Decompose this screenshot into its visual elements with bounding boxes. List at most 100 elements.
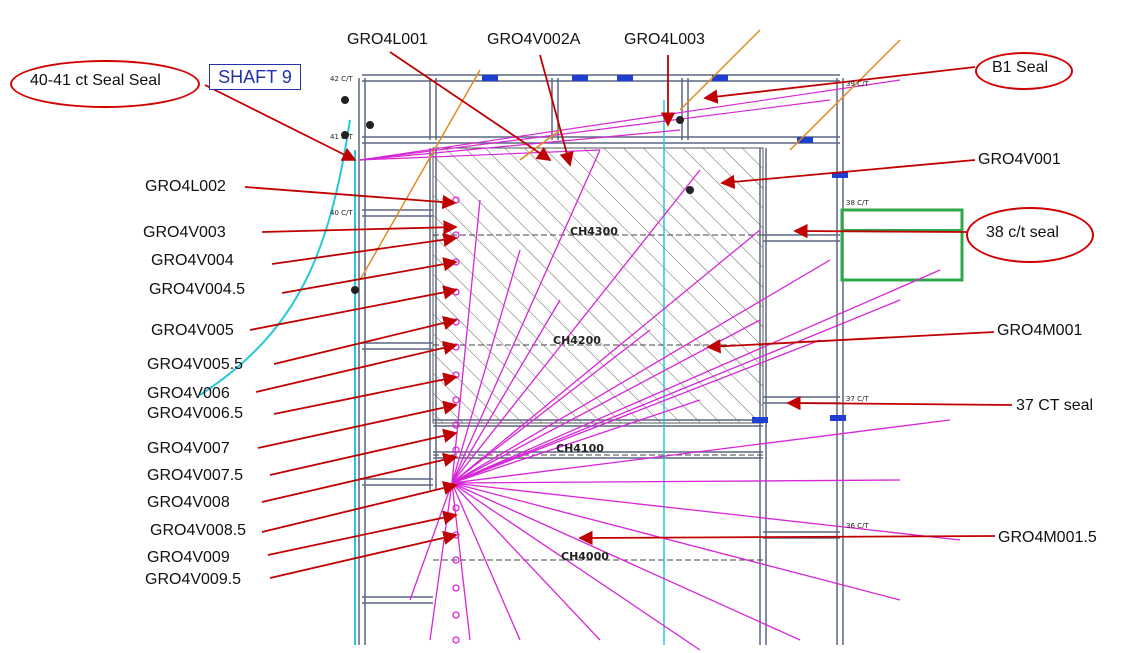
oval-40-41-seal-label: 40-41 ct Seal Seal [30, 72, 161, 89]
label-gro4v005-5: GRO4V005.5 [147, 356, 244, 373]
label-37-ct-seal: 37 CT seal [1016, 397, 1094, 414]
drill-hole-20 [451, 482, 521, 641]
chainage-ch4300: CH4300 [570, 225, 618, 238]
green-structure [840, 208, 964, 282]
collar-8 [452, 421, 460, 429]
drill-hole-3 [451, 259, 831, 484]
drill-hole-8 [451, 329, 651, 484]
chainage-ch4200: CH4200 [553, 334, 601, 347]
label-gro4v008-5: GRO4V008.5 [150, 522, 247, 539]
shaft-9-label: SHAFT 9 [209, 64, 301, 90]
orange-hole-2 [789, 39, 901, 151]
callout-arrow-13 [281, 257, 458, 294]
equipment-icon-0 [341, 96, 349, 104]
ct-mark-40: 40 C/T [330, 209, 353, 217]
collar-11 [452, 504, 460, 512]
label-gro4v004-5: GRO4V004.5 [149, 281, 246, 298]
callout-arrow-1 [389, 51, 552, 162]
label-gro4m001-5: GRO4M001.5 [998, 529, 1097, 546]
callout-arrow-2 [539, 54, 574, 167]
drill-hole-19 [451, 482, 601, 641]
callout-arrows [204, 51, 1013, 579]
chainage-ch4100: CH4100 [556, 442, 604, 455]
hatched-panel [432, 147, 764, 424]
drill-hole-upper-1 [359, 129, 681, 161]
label-gro4v006: GRO4V006 [147, 385, 230, 402]
equipment-icon-5 [676, 116, 684, 124]
drill-hole-17 [451, 482, 801, 641]
seal-block-6 [830, 415, 846, 421]
collar-14 [452, 584, 460, 592]
seal-block-4 [797, 137, 813, 143]
ct-mark-39: 39 C/T [846, 80, 869, 88]
orange-hole-3 [519, 129, 561, 161]
drill-hole-1 [451, 169, 701, 484]
callout-arrow-23 [269, 530, 458, 579]
label-gro4v007-5: GRO4V007.5 [147, 467, 244, 484]
drill-hole-6 [451, 339, 821, 484]
label-gro4v006-5: GRO4V006.5 [147, 405, 244, 422]
orange-hole-1 [679, 29, 761, 111]
seal-block-2 [617, 75, 633, 81]
collar-15 [452, 611, 460, 619]
chainage-ch4000: CH4000 [561, 550, 609, 563]
ct-mark-36: 36 C/T [846, 522, 869, 530]
callout-arrow-7 [706, 331, 995, 354]
orange-hole-0 [359, 69, 481, 281]
label-gro4v007: GRO4V007 [147, 440, 230, 457]
callout-arrow-14 [249, 285, 458, 331]
drill-hole-14 [451, 419, 951, 484]
oval-b1-seal [975, 52, 1073, 90]
label-gro4v009-5: GRO4V009.5 [145, 571, 242, 588]
collar-13 [452, 556, 460, 564]
ct-mark-42: 42 C/T [330, 75, 353, 83]
drill-hole-upper-2 [359, 99, 831, 161]
callout-arrow-22 [267, 510, 458, 556]
callout-arrow-19 [269, 428, 458, 476]
label-gro4l002: GRO4L002 [145, 178, 226, 195]
seal-block-7 [832, 172, 848, 178]
callout-arrow-5 [720, 159, 976, 190]
drill-hole-18 [451, 482, 701, 651]
callout-arrow-21 [261, 480, 458, 533]
callout-arrow-18 [257, 400, 458, 449]
label-gro4v009: GRO4V009 [147, 549, 230, 566]
drill-hole-5 [451, 269, 941, 484]
callout-arrow-12 [271, 232, 458, 265]
drill-hole-2 [451, 229, 761, 484]
ct-mark-37: 37 C/T [846, 395, 869, 403]
drill-hole-15 [451, 482, 961, 541]
callout-arrow-6 [793, 223, 969, 239]
drill-hole-10 [451, 249, 521, 484]
label-gro4v004: GRO4V004 [151, 252, 234, 269]
drill-hole-9 [451, 299, 561, 484]
seal-block-5 [752, 417, 768, 423]
ct-mark-38: 38 C/T [846, 199, 869, 207]
drill-hole-12 [451, 399, 701, 484]
callout-arrow-17 [273, 372, 458, 415]
callout-arrow-9 [578, 530, 996, 546]
seal-block-1 [572, 75, 588, 81]
label-gro4v008: GRO4V008 [147, 494, 230, 511]
drill-hole-16 [451, 482, 901, 601]
label-gro4v003: GRO4V003 [143, 224, 226, 241]
drill-hole-13 [451, 479, 901, 484]
cyan-line [199, 119, 351, 396]
collar-16 [452, 636, 460, 644]
callout-arrow-15 [273, 315, 458, 365]
label-gro4l001: GRO4L001 [347, 31, 428, 48]
callout-arrow-4 [703, 66, 976, 104]
drill-hole-21 [451, 482, 471, 641]
drill-hole-0 [451, 149, 601, 484]
label-gro4m001: GRO4M001 [997, 322, 1083, 339]
seal-block-3 [712, 75, 728, 81]
callout-arrow-16 [255, 340, 458, 393]
callout-arrow-10 [244, 186, 457, 210]
drill-hole-upper-3 [359, 79, 901, 161]
callout-arrow-8 [786, 395, 1013, 411]
label-gro4v005: GRO4V005 [151, 322, 234, 339]
seal-block-0 [482, 75, 498, 81]
label-gro4l003: GRO4L003 [624, 31, 705, 48]
